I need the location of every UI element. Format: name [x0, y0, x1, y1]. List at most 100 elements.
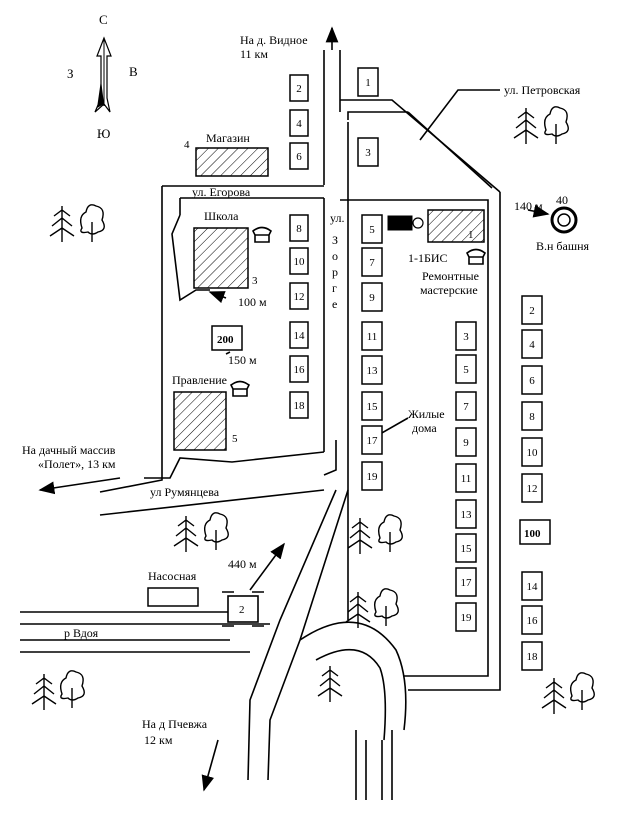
pump-station[interactable] [147, 587, 199, 607]
house-mid-col-5[interactable]: 5 [455, 354, 477, 384]
repair-label-1: Ремонтные [422, 269, 479, 283]
house-number: 17 [461, 577, 473, 589]
repair-label-2: мастерские [420, 283, 478, 297]
house-mid-col-7[interactable]: 7 [455, 391, 477, 421]
house-mid-col-3[interactable]: 3 [455, 321, 477, 351]
distance-140: 140 м [514, 199, 543, 213]
distance-100: 100 м [238, 295, 267, 309]
shop-label: Магазин [206, 131, 250, 145]
house-left-col-18[interactable]: 18 [289, 391, 309, 419]
leafy-tree-icon [203, 512, 229, 550]
dir-pchevzha-line2: 12 км [144, 733, 173, 747]
house-number: 4 [529, 339, 535, 351]
house-number: 18 [294, 400, 306, 412]
house-number: 1 [365, 77, 371, 89]
phone-icon [465, 248, 487, 265]
pump-label: Насосная [148, 569, 197, 583]
house-right-col-4[interactable]: 4 [521, 329, 543, 359]
compass-north: С [99, 12, 108, 27]
house-right-col-2[interactable]: 2 [521, 295, 543, 325]
house-number: 14 [294, 330, 306, 342]
street-rumyantseva: ул Румянцева [150, 485, 220, 499]
house-number: 6 [296, 151, 302, 163]
house-number: 19 [367, 471, 379, 483]
conifer-tree-icon [513, 108, 539, 144]
house-zorge-col-7[interactable]: 7 [361, 247, 383, 277]
house-mid-col-19[interactable]: 19 [455, 602, 477, 632]
house-left-col-8[interactable]: 8 [289, 214, 309, 242]
house-right-col-14[interactable]: 14 [521, 571, 543, 601]
house-right-col-18[interactable]: 18 [521, 641, 543, 671]
residential-label-1: Жилые [408, 407, 445, 421]
leafy-tree-icon [377, 514, 403, 552]
pump-bridge [227, 595, 259, 623]
house-right-col-8[interactable]: 8 [521, 401, 543, 431]
repair-number: 1 [468, 229, 474, 241]
phone-icon [229, 380, 251, 397]
house-zorge-col-5[interactable]: 5 [361, 214, 383, 244]
house-right-col-6[interactable]: 6 [521, 365, 543, 395]
house-mid-col-15[interactable]: 15 [455, 533, 477, 563]
house-top-left-col-4[interactable]: 4 [289, 109, 309, 137]
conifer-tree-icon [173, 516, 199, 552]
house-left-col-16[interactable]: 16 [289, 355, 309, 383]
repair-building[interactable] [427, 209, 485, 243]
house-right-col-16[interactable]: 16 [521, 605, 543, 635]
house-number: 2 [296, 83, 302, 95]
compass-rose: С Ю З В [67, 12, 138, 141]
house-zorge-col-19[interactable]: 19 [361, 461, 383, 491]
house-zorge-col-11[interactable]: 11 [361, 321, 383, 351]
admin-number: 5 [232, 433, 238, 445]
house-number: 10 [294, 256, 306, 268]
residential-label-2: дома [412, 421, 437, 435]
house-number: 8 [529, 411, 535, 423]
road-network [20, 26, 550, 800]
house-top-right-col-1[interactable]: 1 [357, 67, 379, 97]
house-left-col-10[interactable]: 10 [289, 247, 309, 275]
dir-pchevzha-line1: На д Пчевжа [142, 717, 208, 731]
house-zorge-col-9[interactable]: 9 [361, 282, 383, 312]
house-mid-col-11[interactable]: 11 [455, 463, 477, 493]
admin-building[interactable] [173, 391, 227, 451]
conifer-tree-icon [345, 592, 371, 628]
house-mid-col-17[interactable]: 17 [455, 567, 477, 597]
street-zorge: ул. З о р г е [330, 211, 344, 311]
street-petrovskaya: ул. Петровская [504, 83, 581, 97]
school-number: 3 [252, 275, 258, 287]
water-tower-icon[interactable] [550, 206, 578, 234]
house-zorge-col-17[interactable]: 17 [361, 425, 383, 455]
house-number: 7 [463, 401, 469, 413]
box-100-label: 100 [524, 528, 541, 540]
house-left-col-14[interactable]: 14 [289, 321, 309, 349]
house-top-right-col-3[interactable]: 3 [357, 137, 379, 167]
house-mid-col-9[interactable]: 9 [455, 427, 477, 457]
house-number: 18 [527, 651, 539, 663]
dir-vidnoe-line2: 11 км [240, 47, 268, 61]
conifer-tree-icon [31, 674, 57, 710]
house-right-col-10[interactable]: 10 [521, 437, 543, 467]
dir-dacha-line2: «Полет», 13 км [38, 457, 116, 471]
shop-number: 4 [184, 139, 190, 151]
svg-text:р: р [332, 265, 338, 279]
house-number: 14 [527, 581, 539, 593]
leafy-tree-icon [543, 106, 569, 144]
box-200[interactable] [211, 325, 243, 351]
school-building[interactable] [193, 227, 249, 289]
svg-text:е: е [332, 297, 337, 311]
leafy-tree-icon [79, 204, 105, 242]
house-number: 13 [367, 365, 379, 377]
house-zorge-col-15[interactable]: 15 [361, 391, 383, 421]
house-zorge-col-13[interactable]: 13 [361, 355, 383, 385]
house-top-left-col-2[interactable]: 2 [289, 74, 309, 102]
house-number: 2 [529, 305, 535, 317]
house-number: 15 [461, 543, 473, 555]
box-100[interactable] [519, 519, 551, 545]
house-left-col-12[interactable]: 12 [289, 282, 309, 310]
house-mid-col-13[interactable]: 13 [455, 499, 477, 529]
house-number: 16 [527, 615, 539, 627]
house-right-col-12[interactable]: 12 [521, 473, 543, 503]
house-top-left-col-6[interactable]: 6 [289, 142, 309, 170]
shop-building[interactable] [195, 147, 269, 177]
house-number: 3 [463, 331, 469, 343]
